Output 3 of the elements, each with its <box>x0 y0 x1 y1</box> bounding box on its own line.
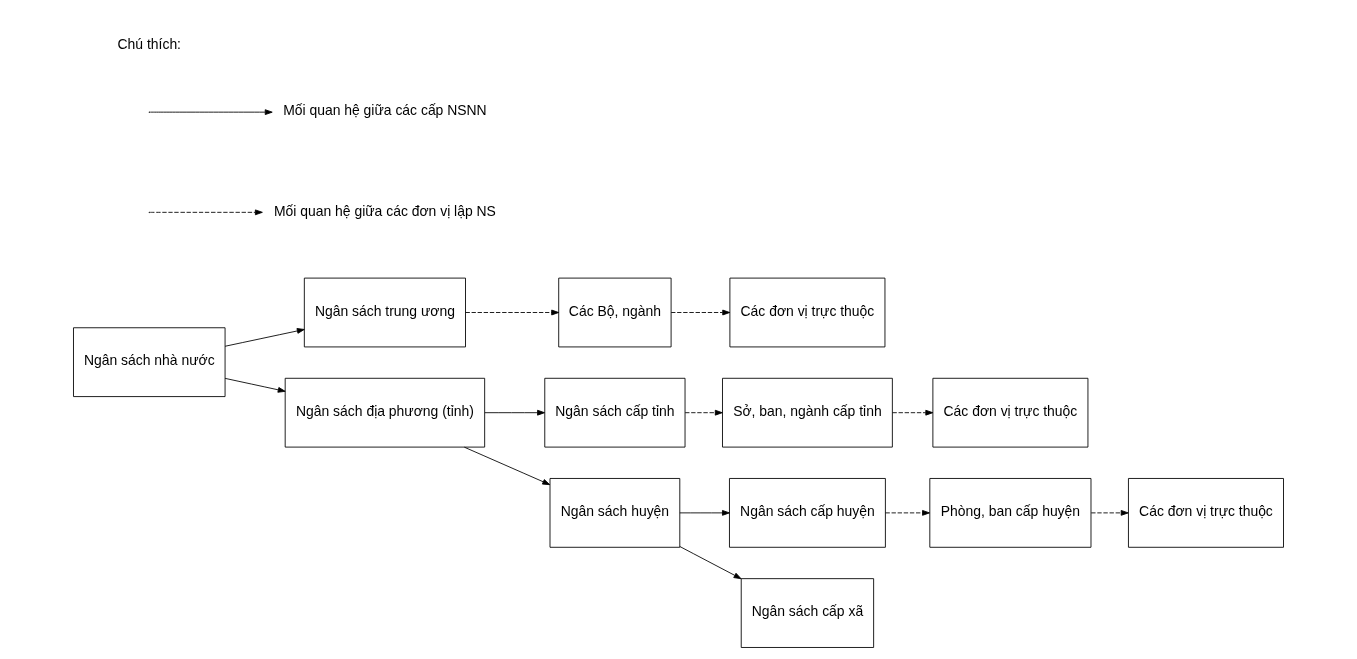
legend-label: Mối quan hệ giữa các đơn vị lập NS <box>273 202 496 219</box>
label: Chú thích: <box>117 36 182 53</box>
legend-label: Mối quan hệ giữa các cấp NSNN <box>283 102 487 119</box>
